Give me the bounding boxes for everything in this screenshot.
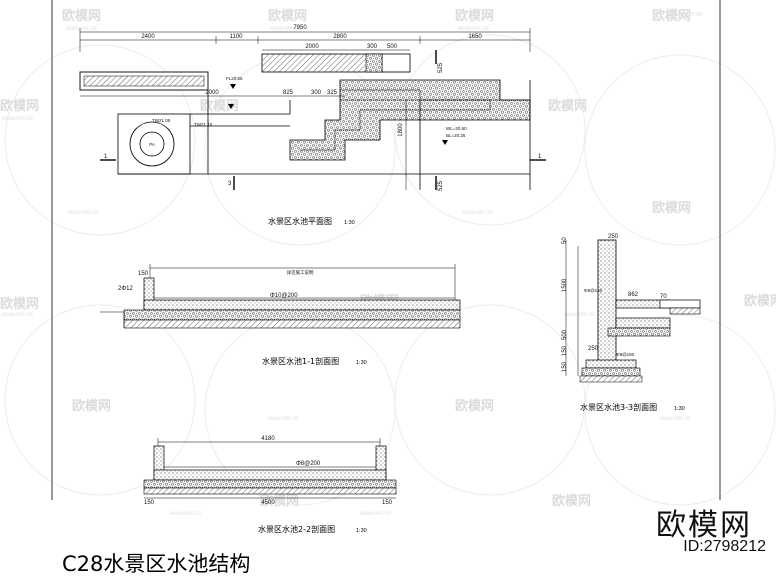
watermark-url: www.om.cn (67, 210, 99, 216)
watermark-url: www.om.cn (1, 116, 33, 122)
dim-text: 300 (311, 90, 322, 96)
watermark-url: www.om.cn (671, 12, 703, 18)
pump-label: PA (149, 142, 155, 147)
drawing-frame (51, 0, 721, 500)
dim-text: Φ10@200 (270, 293, 298, 299)
section3-title: 水景区水池3-3剖面图 (580, 402, 657, 412)
dim-text: 2000 (305, 44, 319, 50)
watermark-url: www.om.cn (65, 26, 97, 32)
dim-text: 1500 (562, 278, 568, 292)
section-mark: 3 (228, 181, 232, 187)
watermark-url: www.om.cn (659, 416, 691, 422)
dim-text: 862 (628, 292, 639, 298)
watermark-text: 欧模网 (652, 8, 691, 24)
dim-text: 7950 (293, 25, 307, 31)
level-mark: WL=20.60 (446, 126, 467, 131)
dim-text: Φ8@150 (584, 288, 603, 293)
dim-text: 150 (138, 271, 149, 277)
dim-text: 250 (588, 346, 599, 352)
dim-text: 4500 (261, 500, 275, 506)
watermark-text: 欧模网 (652, 200, 691, 216)
section2-scale: 1:30 (356, 528, 367, 534)
level-mark: TW21.05 (152, 118, 171, 123)
dim-text: 2000 (205, 90, 219, 96)
dim-text: 150 (382, 500, 393, 506)
section1-title: 水景区水池1-1剖面图 (262, 356, 339, 366)
dim-text: 250 (608, 234, 619, 240)
watermark-url: www.om.cn (269, 26, 301, 32)
watermark-url: www.om.cn (1, 312, 33, 318)
watermark-text: 欧模网 (268, 8, 307, 24)
dim-text: 1800 (398, 123, 404, 137)
plan-view: 7950 2400 1100 2800 1650 2000 300 500 PA (79, 25, 546, 226)
level-mark: BL=20.25 (446, 133, 466, 138)
model-id: ID:2798212 (683, 538, 766, 555)
section-mark: 1 (538, 154, 542, 160)
watermark-text: 欧模网 (72, 398, 111, 414)
dim-text: 150 (562, 345, 568, 356)
dim-text: 300 (367, 44, 378, 50)
watermark-text: 欧模网 (548, 98, 587, 114)
watermark-url: www.om.cn (457, 26, 489, 32)
watermark-url: www.om.cn (563, 312, 595, 318)
dim-text: 4180 (261, 436, 275, 442)
dim-text: 150 (562, 361, 568, 372)
dim-text: Φ8@150 (616, 352, 635, 357)
watermark-text: 欧模网 (0, 98, 39, 114)
watermark-text: 欧模网 (62, 8, 101, 24)
dim-text: Φ8@200 (296, 461, 321, 467)
dim-text: 825 (283, 90, 294, 96)
section1-scale: 1:30 (356, 360, 367, 366)
section2-title: 水景区水池2-2剖面图 (258, 524, 335, 534)
watermark-url: www.om.cn (267, 416, 299, 422)
section-mark: 1 (104, 154, 108, 160)
watermark-text: 欧模网 (455, 8, 494, 24)
dim-text: 525 (438, 62, 444, 73)
plan-title: 水景区水池平面图 (268, 216, 332, 226)
dim-text: 70 (660, 294, 667, 300)
watermark-layer: 欧模网 欧模网 欧模网 欧模网 欧模网 欧模网 欧模网 欧模网 欧模网 欧模网 … (0, 8, 776, 517)
dim-text: 2800 (333, 34, 347, 40)
watermark-text: 欧模网 (260, 493, 299, 509)
section1-note: 详见施工说明 (287, 269, 314, 276)
watermark-text: 欧模网 (455, 398, 494, 414)
brand-logo-text: 欧模网 (656, 508, 752, 543)
level-mark: FL20.65 (226, 76, 243, 81)
level-mark: TW21.10 (194, 122, 213, 127)
watermark-url: www.om.cn (461, 210, 493, 216)
watermark-text: 欧模网 (0, 296, 39, 312)
plan-scale: 1:30 (344, 220, 355, 226)
dim-text: 50 (562, 237, 568, 244)
dim-text: 1100 (230, 34, 244, 40)
section-2-2: 4180 Φ8@200 4500 150 150 水景区水池2-2剖面图 1:3… (143, 436, 397, 534)
dim-text: 325 (327, 90, 338, 96)
dim-text: 525 (438, 180, 444, 191)
watermark-text: 欧模网 (552, 493, 591, 509)
section-1-1: 详见施工说明 150 2Φ12 Φ10@200 水景区水池1-1剖面图 1:30 (100, 264, 461, 366)
dim-text: 1650 (468, 34, 482, 40)
dim-text: 150 (144, 500, 155, 506)
watermark-text: 欧模网 (744, 293, 776, 309)
section-3-3: 250 50 1500 Φ8@150 862 70 Φ12@150 500 15… (562, 234, 701, 412)
watermark-text: 欧模网 (200, 98, 239, 114)
section3-scale: 1:30 (674, 406, 685, 412)
dim-text: 500 (562, 329, 568, 340)
watermark-url: www.om.cn (169, 511, 201, 517)
dim-text: 2400 (141, 34, 155, 40)
watermark-url: www.om.cn (359, 511, 391, 517)
dim-text: 500 (387, 44, 398, 50)
page-title: C28水景区水池结构 (62, 552, 251, 576)
dim-text: 2Φ12 (118, 286, 133, 292)
